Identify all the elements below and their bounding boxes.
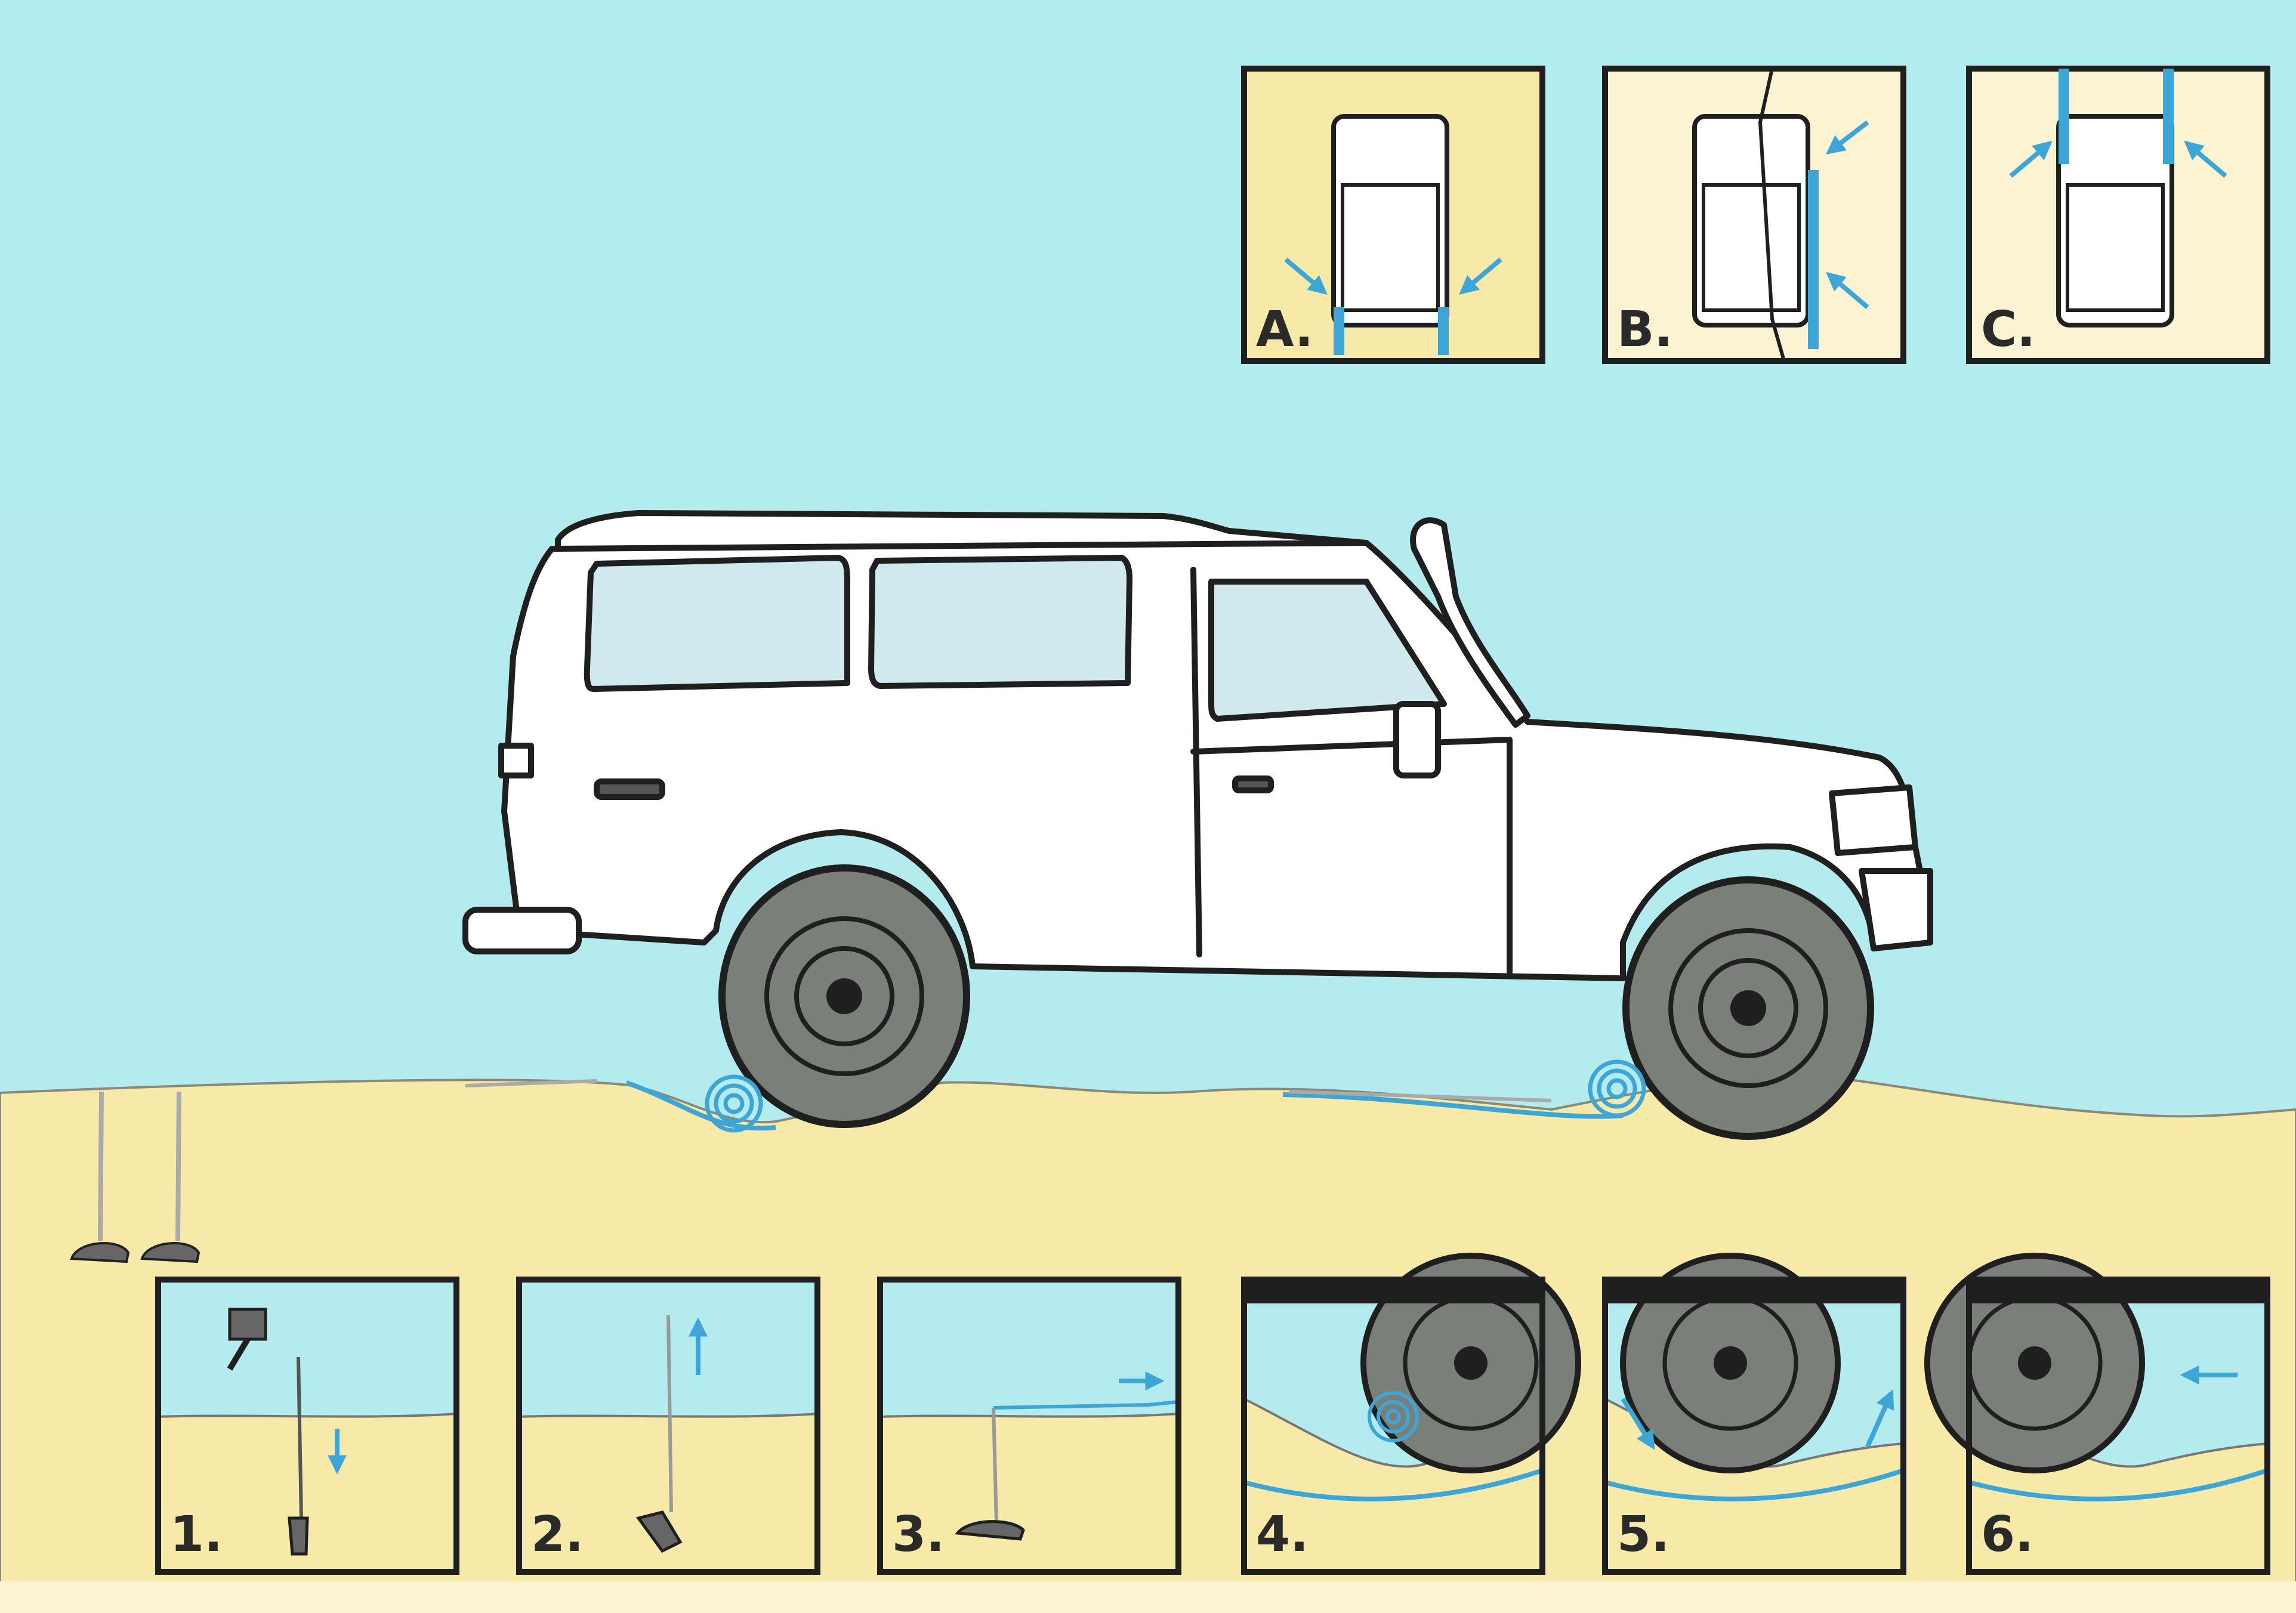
front-grille xyxy=(1829,784,1918,856)
front-bumper xyxy=(1859,868,1933,951)
direction-arrow xyxy=(1621,1397,1655,1450)
direction-arrow xyxy=(1826,271,1869,310)
anchor-plate-2 xyxy=(140,1242,200,1263)
rope-line xyxy=(1604,1468,1905,1501)
rope-line xyxy=(1243,1468,1544,1501)
ridge-line xyxy=(1758,68,1786,361)
track-mark xyxy=(1334,307,1344,355)
mallet-handle xyxy=(227,1337,251,1371)
direction-arrow xyxy=(2009,140,2053,178)
direction-arrow xyxy=(2184,140,2227,178)
wheel-hub xyxy=(2018,1346,2051,1380)
step-frame xyxy=(155,1277,459,1575)
car-roof-top-view xyxy=(1341,183,1440,312)
stake xyxy=(297,1356,303,1519)
rear-wheel xyxy=(718,864,970,1128)
anchor-plate-1 xyxy=(70,1242,130,1263)
top-panel-1: A. xyxy=(1241,66,1545,364)
vehicle-underbody xyxy=(1605,1280,1903,1303)
step-panel-4: 4. xyxy=(1241,1253,1581,1575)
snorkel xyxy=(1410,517,1530,728)
door-window xyxy=(1208,579,1447,722)
car-roof-top-view xyxy=(1702,183,1801,312)
rear-light xyxy=(498,743,534,778)
rope-coil xyxy=(1368,1391,1419,1442)
step-panel-1: 1. xyxy=(155,1277,459,1575)
anchor-plate xyxy=(288,1516,309,1556)
step-label: 2. xyxy=(531,1506,584,1563)
step-label: 5. xyxy=(1617,1506,1669,1563)
step-panel-2: 2. xyxy=(516,1277,820,1575)
step-panel-6: 6. xyxy=(1924,1253,2270,1575)
step-panel-5: 5. xyxy=(1602,1253,1906,1575)
vehicle xyxy=(462,510,1933,981)
top-panel-2: B. xyxy=(1602,66,1906,364)
step-frame xyxy=(1241,1277,1545,1575)
step-ground xyxy=(879,1412,1180,1573)
direction-arrow xyxy=(1825,120,1869,154)
direction-arrow xyxy=(1284,257,1328,295)
rope-coil-rear xyxy=(705,1074,763,1133)
vehicle-body xyxy=(501,540,1930,981)
step-frame xyxy=(1602,1277,1906,1575)
panel-label: B. xyxy=(1617,301,1673,358)
wheel-hub xyxy=(1454,1346,1488,1380)
mallet-head xyxy=(228,1308,267,1341)
vehicle-underbody xyxy=(1244,1280,1542,1303)
anchor-plate xyxy=(635,1510,683,1553)
top-panel-3: C. xyxy=(1966,66,2270,364)
panel-label: A. xyxy=(1256,301,1313,358)
step-frame xyxy=(1966,1277,2270,1575)
step-frame xyxy=(516,1277,820,1575)
step-label: 3. xyxy=(892,1506,945,1563)
door-handle xyxy=(1232,775,1274,793)
sky-background xyxy=(0,0,2296,501)
rope-coil-front xyxy=(1588,1059,1646,1118)
rear-window-1 xyxy=(584,555,850,692)
step-panel-3: 3. xyxy=(877,1277,1181,1575)
rope-line xyxy=(1968,1468,2269,1501)
direction-arrow xyxy=(1865,1389,1894,1448)
sand-bottom-strip xyxy=(0,1581,2296,1613)
direction-arrow xyxy=(1459,257,1502,295)
rear-window-2 xyxy=(868,555,1132,689)
rear-handle xyxy=(594,778,665,800)
step-label: 6. xyxy=(1981,1506,2033,1563)
front-wheel xyxy=(1622,876,1874,1140)
rope-line xyxy=(625,1080,1624,1131)
step-frame xyxy=(877,1277,1181,1575)
rope-line-grey xyxy=(465,1079,1552,1102)
step-label: 4. xyxy=(1256,1506,1309,1563)
anchor-plate xyxy=(955,1520,1025,1541)
step-ground xyxy=(518,1412,819,1573)
track-mark xyxy=(1438,307,1449,355)
panel-label: C. xyxy=(1981,301,2035,358)
track-mark xyxy=(1808,170,1819,349)
door-line xyxy=(1190,567,1513,975)
step-label: 1. xyxy=(170,1506,223,1563)
stake xyxy=(992,1407,998,1525)
anchor-stake-line-1 xyxy=(98,1091,104,1241)
rear-bumper xyxy=(462,907,582,954)
car-roof-top-view xyxy=(2066,183,2165,312)
step-ground xyxy=(157,1412,458,1573)
side-mirror xyxy=(1393,701,1441,778)
stake xyxy=(666,1315,673,1513)
track-mark xyxy=(2059,69,2069,164)
vehicle-underbody xyxy=(1969,1280,2267,1303)
anchor-stake-line-2 xyxy=(175,1091,181,1241)
track-mark xyxy=(2163,69,2174,164)
rope-line xyxy=(993,1400,1179,1410)
wheel-hub xyxy=(1714,1346,1747,1380)
